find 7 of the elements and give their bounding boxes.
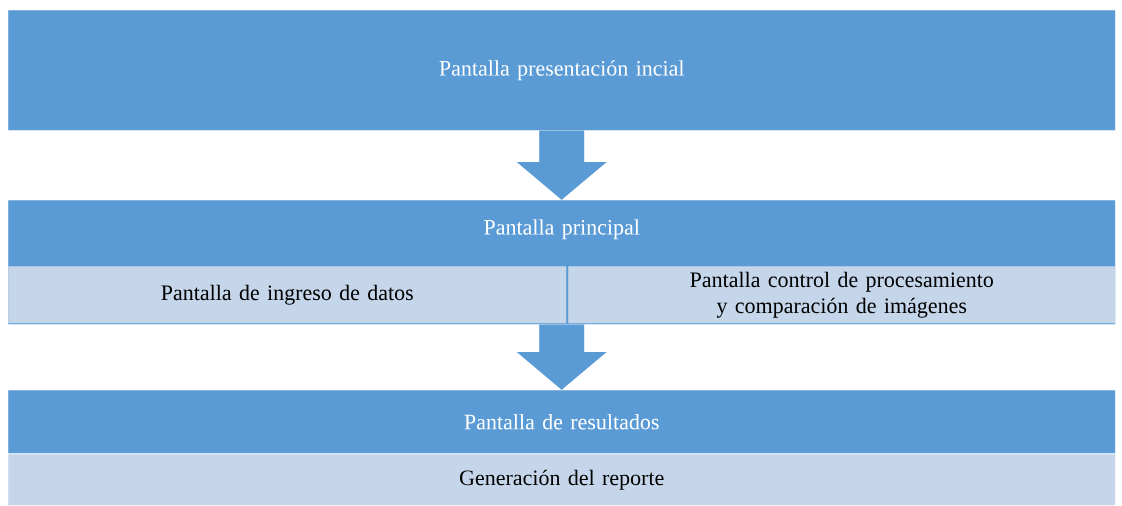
title-band: Pantalla de resultados xyxy=(8,390,1116,454)
node-label: Pantalla control de procesamiento y comparación de imágenes xyxy=(690,271,993,318)
title-band: Pantalla presentación incial xyxy=(8,10,1116,131)
section-box: Generación del reporte xyxy=(8,454,1116,506)
section-box: Pantalla control de procesamiento y comparación de imágenes xyxy=(568,266,1116,324)
node-label: Pantalla de ingreso de datos xyxy=(161,284,413,305)
section-box: Pantalla de ingreso de datos xyxy=(8,266,567,324)
